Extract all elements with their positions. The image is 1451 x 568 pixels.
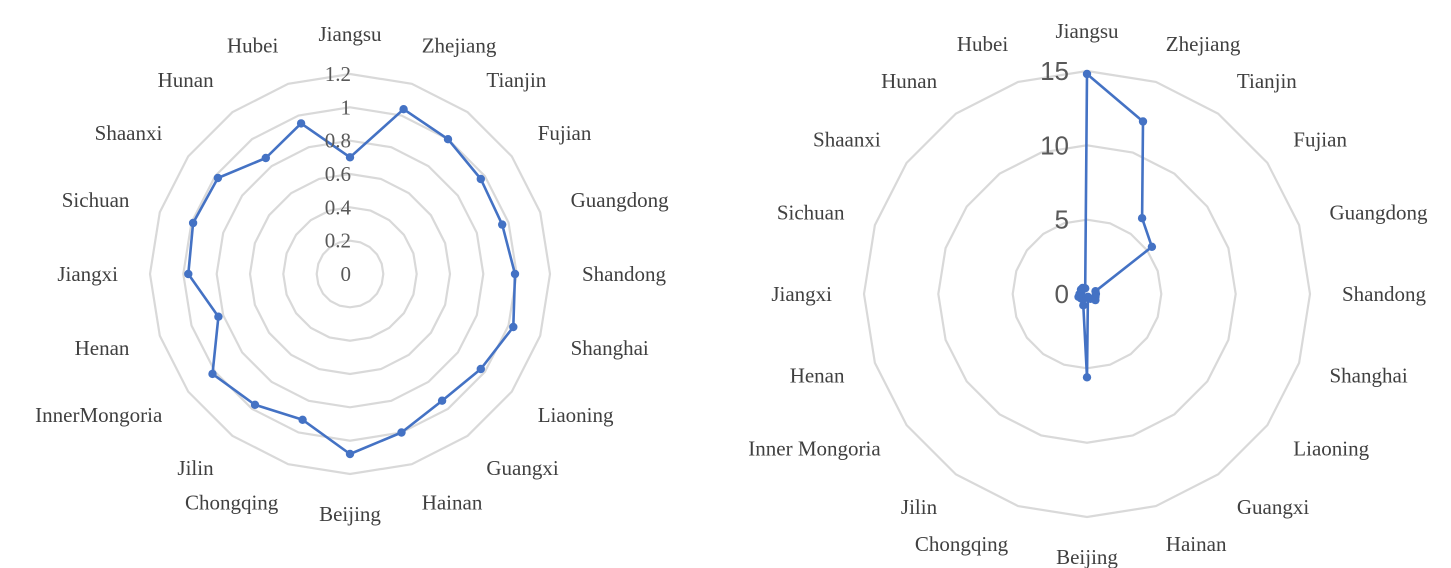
grid-ring-0-6 (248, 172, 452, 376)
data-point-shaanxi (213, 173, 223, 183)
category-label-zhejiang: Zhejiang (1166, 32, 1241, 56)
category-label-innermongoria: InnerMongoria (35, 403, 163, 427)
data-point-shanghai (509, 322, 518, 332)
category-label-shanghai: Shanghai (571, 336, 649, 360)
data-point-hainan (397, 428, 406, 437)
tick-label-15: 15 (1040, 56, 1069, 86)
data-point-tianjin (443, 135, 453, 144)
data-point-guangxi (437, 396, 447, 405)
category-label-beijing: Beijing (1056, 545, 1118, 568)
category-label-jiangxi: Jiangxi (57, 262, 118, 286)
tick-label-0-6: 0.6 (325, 162, 351, 186)
data-point-shandong (510, 269, 520, 279)
data-point-hubei (296, 119, 306, 128)
data-point-sichuan (188, 218, 198, 228)
tick-label-1: 1 (341, 95, 352, 119)
data-point-zhejiang (1138, 117, 1148, 126)
category-label-sichuan: Sichuan (62, 188, 130, 212)
category-label-guangxi: Guangxi (486, 456, 558, 480)
category-label-shaanxi: Shaanxi (95, 121, 163, 145)
category-label-liaoning: Liaoning (1293, 437, 1369, 461)
category-label-sichuan: Sichuan (777, 201, 845, 225)
category-label-fujian: Fujian (1293, 127, 1347, 151)
category-label-hubei: Hubei (957, 32, 1008, 56)
data-point-jiangsu (1082, 69, 1092, 79)
data-point-guangdong (498, 220, 507, 229)
category-label-hainan: Hainan (422, 490, 483, 514)
data-point-fujian (1147, 242, 1157, 251)
data-point-zhejiang (399, 105, 408, 114)
tick-label-1-2: 1.2 (325, 62, 351, 86)
data-point-liaoning (476, 364, 485, 374)
grid-ring-0-8 (215, 139, 485, 409)
data-point-jiangxi (184, 269, 193, 279)
data-point-hunan (261, 153, 270, 163)
data-point-jiangsu (345, 153, 355, 162)
category-label-jiangsu: Jiangsu (319, 22, 383, 46)
data-point-chongqing (298, 415, 307, 424)
category-label-shanghai: Shanghai (1330, 363, 1408, 387)
grid-ring-0-2 (315, 239, 385, 309)
data-point-hubei (1081, 284, 1090, 293)
category-label-henan: Henan (75, 336, 130, 360)
data-point-henan (214, 312, 223, 321)
category-label-henan: Henan (790, 363, 845, 387)
tick-label-0: 0 (1055, 279, 1069, 309)
grid-ring-1 (182, 106, 518, 442)
category-label-chongqing: Chongqing (915, 532, 1009, 556)
category-label-hunan: Hunan (881, 69, 937, 93)
category-label-zhejiang: Zhejiang (422, 34, 497, 58)
radar-chart-2: 0 5 10 15 JiangsuZhejiangTianjinFujianGuangd… (748, 19, 1428, 568)
category-label-guangdong: Guangdong (571, 188, 669, 212)
tick-label-0-8: 0.8 (325, 129, 351, 153)
category-label-jiangsu: Jiangsu (1056, 19, 1120, 43)
data-point-innermongoria (208, 369, 217, 379)
category-label-inner-mongoria: Inner Mongoria (748, 437, 881, 461)
category-label-shandong: Shandong (1342, 282, 1427, 306)
data-point-beijing (1082, 373, 1092, 382)
data-point-jilin (250, 400, 260, 409)
category-label-jilin: Jilin (177, 456, 214, 480)
tick-label-0: 0 (341, 262, 352, 286)
category-label-guangdong: Guangdong (1330, 201, 1428, 225)
category-label-jilin: Jilin (901, 495, 938, 519)
tick-label-10: 10 (1040, 130, 1069, 160)
tick-label-0-4: 0.4 (325, 195, 352, 219)
category-label-fujian: Fujian (538, 121, 592, 145)
category-label-shaanxi: Shaanxi (813, 127, 881, 151)
category-label-tianjin: Tianjin (486, 68, 546, 92)
category-label-hunan: Hunan (158, 68, 214, 92)
tick-label-0-2: 0.2 (325, 229, 351, 253)
category-label-tianjin: Tianjin (1237, 69, 1297, 93)
data-point-beijing (345, 449, 355, 459)
data-point-fujian (476, 174, 485, 184)
grid-ring-0-4 (282, 206, 418, 342)
data-point-chongqing (1079, 301, 1088, 310)
grid-ring-10 (937, 144, 1237, 444)
category-label-shandong: Shandong (582, 262, 667, 286)
data-point-tianjin (1137, 214, 1147, 223)
tick-label-5: 5 (1055, 205, 1069, 235)
category-label-hubei: Hubei (227, 34, 278, 58)
category-label-hainan: Hainan (1166, 532, 1227, 556)
grid-ring-1-2 (148, 72, 552, 476)
category-label-guangxi: Guangxi (1237, 495, 1309, 519)
grid-ring-15 (862, 69, 1312, 519)
category-label-beijing: Beijing (319, 502, 381, 526)
category-label-chongqing: Chongqing (185, 490, 279, 514)
category-label-liaoning: Liaoning (538, 403, 614, 427)
category-label-jiangxi: Jiangxi (771, 282, 832, 306)
